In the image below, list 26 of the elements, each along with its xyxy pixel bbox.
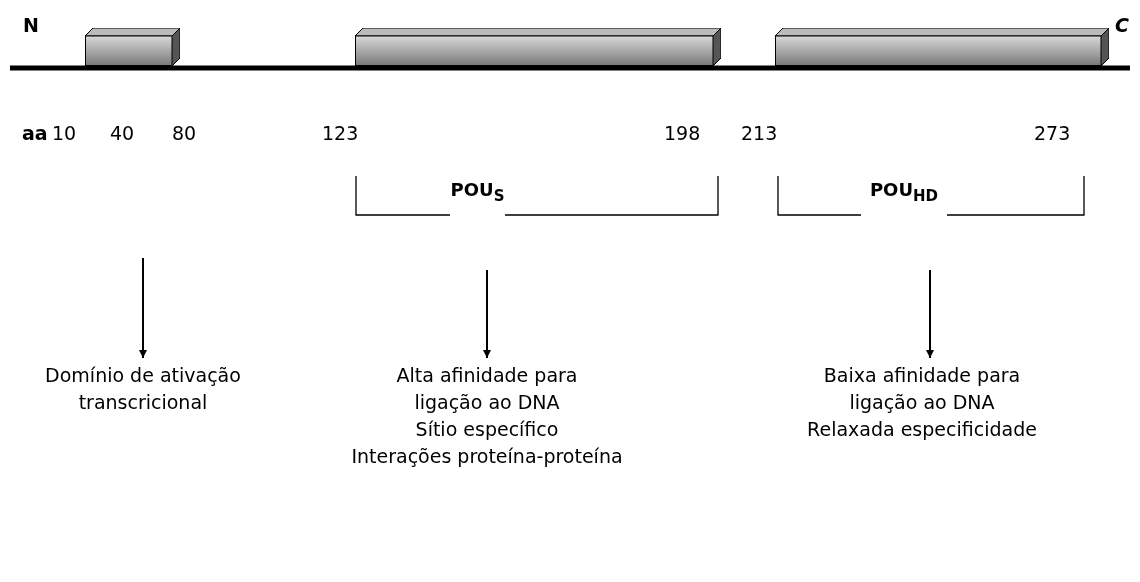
residue-number: 273 (1034, 122, 1071, 144)
axis-label: aa (22, 122, 48, 144)
domain-label: POU$_{S}$ (450, 178, 505, 207)
protein-domain-block (775, 28, 1109, 66)
terminus-label: N (23, 14, 39, 36)
residue-number: 80 (172, 122, 197, 144)
residue-number: 40 (110, 122, 135, 144)
function-description: Sítio específico (414, 417, 560, 442)
domain-label: POU$_{HD}$ (868, 178, 940, 207)
function-description: Interações proteína-proteína (350, 444, 624, 469)
residue-number: 198 (664, 122, 701, 144)
terminus-label: C (1115, 14, 1129, 36)
arrow (926, 269, 934, 359)
protein-domain-block (355, 28, 721, 66)
residue-number: 123 (322, 122, 359, 144)
function-description: Alta afinidade para ligação ao DNA (395, 363, 579, 415)
arrow (139, 257, 147, 359)
domain-bracket (777, 176, 1085, 216)
residue-number: 213 (741, 122, 778, 144)
function-description: Baixa afinidade para ligação ao DNA (822, 363, 1022, 415)
function-description: Domínio de ativação transcricional (44, 363, 242, 415)
arrow (483, 269, 491, 359)
domain-bracket (355, 176, 719, 216)
protein-domain-block (85, 28, 180, 66)
residue-number: 10 (52, 122, 77, 144)
function-description: Relaxada especificidade (806, 417, 1038, 442)
